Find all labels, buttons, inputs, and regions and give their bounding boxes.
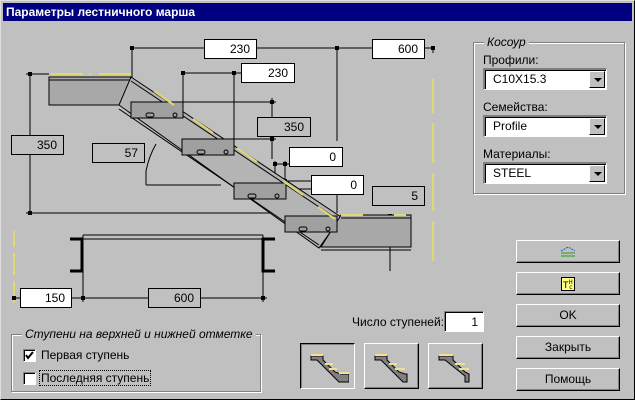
last-step-label[interactable]: Последняя ступень xyxy=(38,370,152,386)
family-value: Profile xyxy=(493,119,528,133)
ok-button[interactable]: OK xyxy=(516,304,620,327)
top-run-field[interactable]: 230 xyxy=(204,39,257,59)
bottom-offset-value: 5 xyxy=(372,186,425,206)
family-label: Семейства: xyxy=(483,100,548,114)
stair-level-button[interactable] xyxy=(516,240,620,263)
stair-type-1-icon xyxy=(310,354,349,383)
help-button[interactable]: Помощь xyxy=(516,368,620,391)
text-style-icon: T H c xyxy=(561,277,575,291)
profile-value: C10X15.3 xyxy=(493,72,547,86)
stair-drawing: 230 230 600 350 350 57 0 0 5 150 600 xyxy=(1,23,461,323)
total-height-value: 350 xyxy=(11,135,64,155)
profile-select[interactable]: C10X15.3 xyxy=(483,68,607,90)
window-title: Параметры лестничного марша xyxy=(6,5,196,19)
stair-type-1-button[interactable] xyxy=(300,343,355,389)
steps-group: Ступени на верхней и нижней отметке Перв… xyxy=(11,327,261,392)
svg-text:c: c xyxy=(569,284,573,291)
stair-type-2-icon xyxy=(374,354,408,383)
stair-type-3-icon xyxy=(438,354,470,383)
stair-type-2-button[interactable] xyxy=(364,343,419,389)
stringer-group-title: Косоур xyxy=(484,35,529,49)
svg-text:T: T xyxy=(563,281,569,291)
profile-label: Профили: xyxy=(483,53,539,67)
bottom-left-field[interactable]: 150 xyxy=(20,288,72,308)
offset-2-field[interactable]: 0 xyxy=(311,175,364,195)
steps-group-title: Ступени на верхней и нижней отметке xyxy=(22,327,256,341)
total-width-field[interactable]: 600 xyxy=(372,39,425,59)
stair-level-icon xyxy=(560,246,576,257)
first-step-checkbox[interactable] xyxy=(23,349,36,362)
stringer-group: Косоур Профили: C10X15.3 Семейства: Prof… xyxy=(473,35,625,194)
title-bar: Параметры лестничного марша xyxy=(3,3,632,21)
step-run-field[interactable]: 230 xyxy=(241,63,295,83)
material-label: Материалы: xyxy=(483,147,551,161)
close-button[interactable]: Закрыть xyxy=(516,336,620,359)
checkmark-icon xyxy=(25,351,34,360)
svg-text:H: H xyxy=(569,279,573,286)
first-step-label[interactable]: Первая ступень xyxy=(41,348,130,362)
chevron-down-icon[interactable] xyxy=(589,71,605,88)
family-select[interactable]: Profile xyxy=(483,115,607,137)
step-count-field[interactable]: 1 xyxy=(444,311,484,332)
offset-1-field[interactable]: 0 xyxy=(289,147,343,167)
step-rise-value: 350 xyxy=(257,117,311,137)
stair-type-3-button[interactable] xyxy=(428,343,483,389)
chevron-down-icon[interactable] xyxy=(589,165,605,182)
stair-diagram xyxy=(12,46,435,303)
step-count-label: Число ступеней: xyxy=(352,315,444,329)
material-select[interactable]: STEEL xyxy=(483,162,607,184)
text-style-button[interactable]: T H c xyxy=(516,272,620,295)
bottom-width-value: 600 xyxy=(148,288,201,308)
chevron-down-icon[interactable] xyxy=(589,118,605,135)
angle-value: 57 xyxy=(92,143,145,163)
last-step-checkbox[interactable] xyxy=(23,372,36,385)
material-value: STEEL xyxy=(493,166,532,180)
